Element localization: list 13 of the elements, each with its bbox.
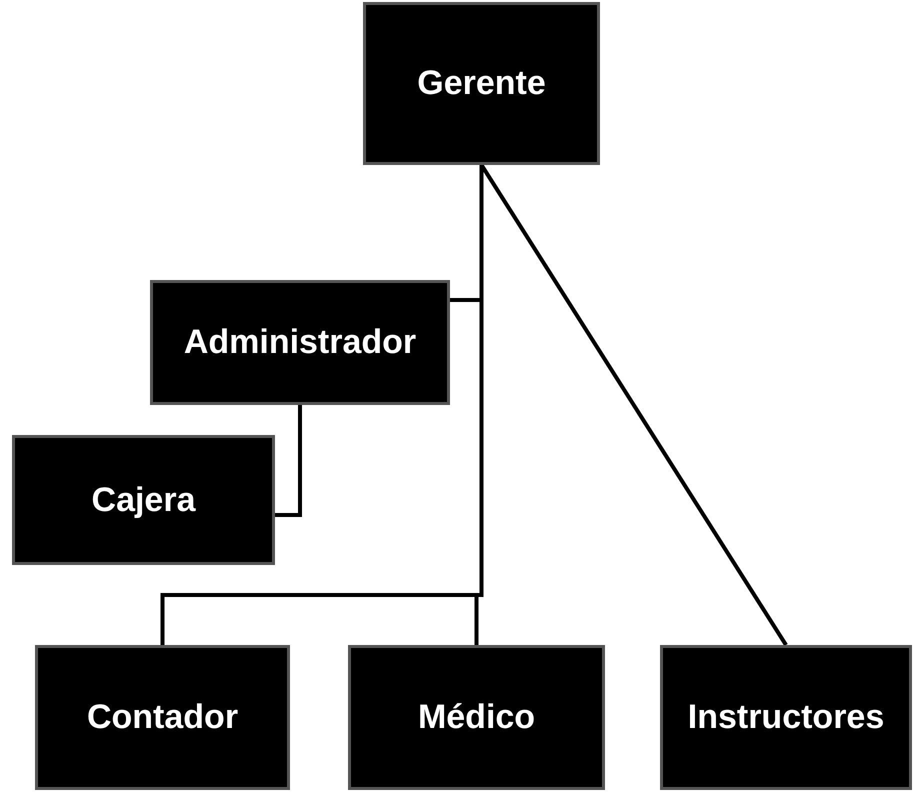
role-label: Cajera	[92, 480, 196, 520]
org-box	[35, 645, 290, 790]
org-box	[348, 645, 605, 790]
role-label: Contador	[86, 698, 238, 737]
org-box	[363, 2, 600, 165]
org-box	[150, 280, 450, 405]
org-box	[12, 435, 275, 565]
role-label: Instructores	[688, 698, 884, 737]
role-label: Gerente	[417, 64, 546, 103]
connector-line	[275, 405, 302, 517]
org-box	[660, 645, 912, 790]
role-label: Médico	[418, 698, 536, 737]
role-label: Administrador	[184, 323, 416, 362]
